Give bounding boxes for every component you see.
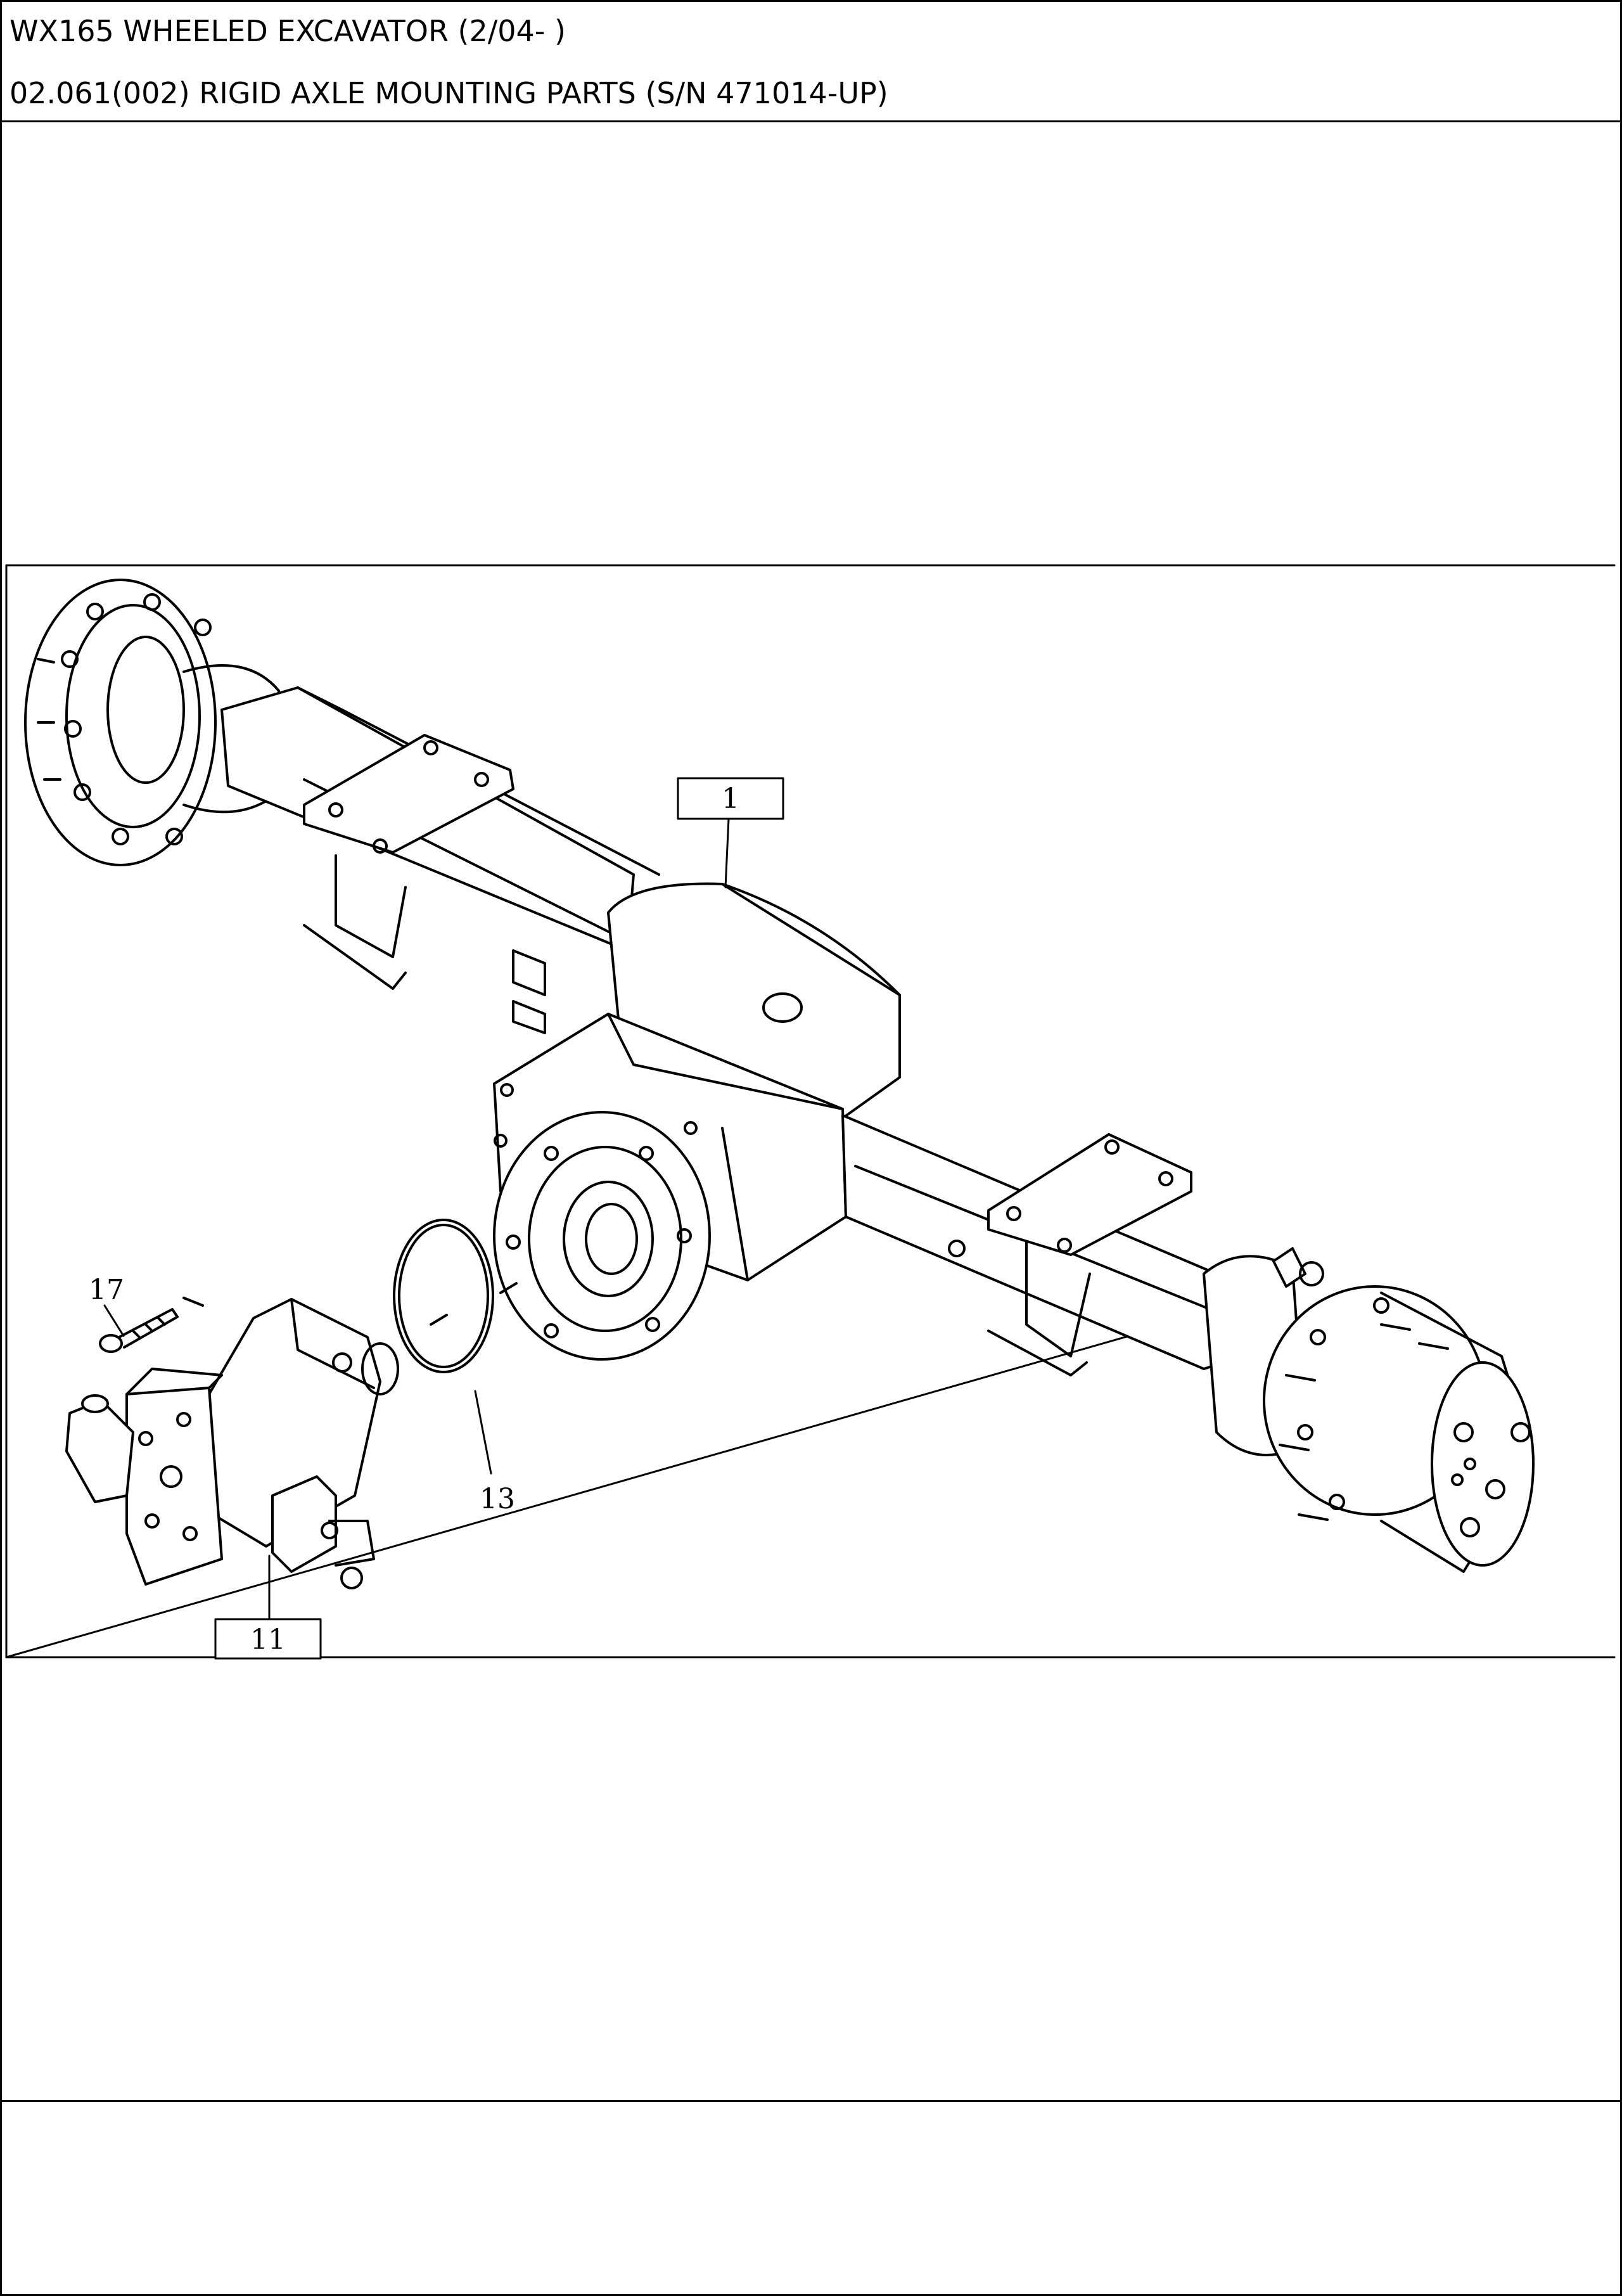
right-wheel-hub (1203, 1247, 1535, 1573)
axle-housing-right (841, 1114, 1265, 1376)
callout-box-1 (677, 777, 784, 820)
section-title: 02.061(002) RIGID AXLE MOUNTING PARTS (S… (10, 76, 888, 110)
footer-divider (0, 2100, 1622, 2102)
machine-title: WX165 WHEELED EXCAVATOR (2/04- ) (10, 14, 566, 48)
callout-label-1: 1 (722, 783, 739, 815)
callout-label-13: 13 (480, 1483, 515, 1515)
callout-label-17: 17 (89, 1274, 124, 1306)
o-ring-seal (393, 1219, 518, 1373)
callout-label-11: 11 (250, 1624, 286, 1656)
left-wheel-hub (24, 579, 280, 866)
leader-lines (103, 818, 730, 1620)
axle-housing-left (220, 686, 660, 1034)
hydraulic-motor (65, 1298, 399, 1589)
callout-box-11 (214, 1618, 322, 1660)
header-divider (0, 120, 1622, 122)
exploded-parts-diagram: 1 11 13 17 (5, 564, 1616, 1660)
cap-screw (99, 1297, 204, 1353)
differential-housing (493, 882, 901, 1361)
